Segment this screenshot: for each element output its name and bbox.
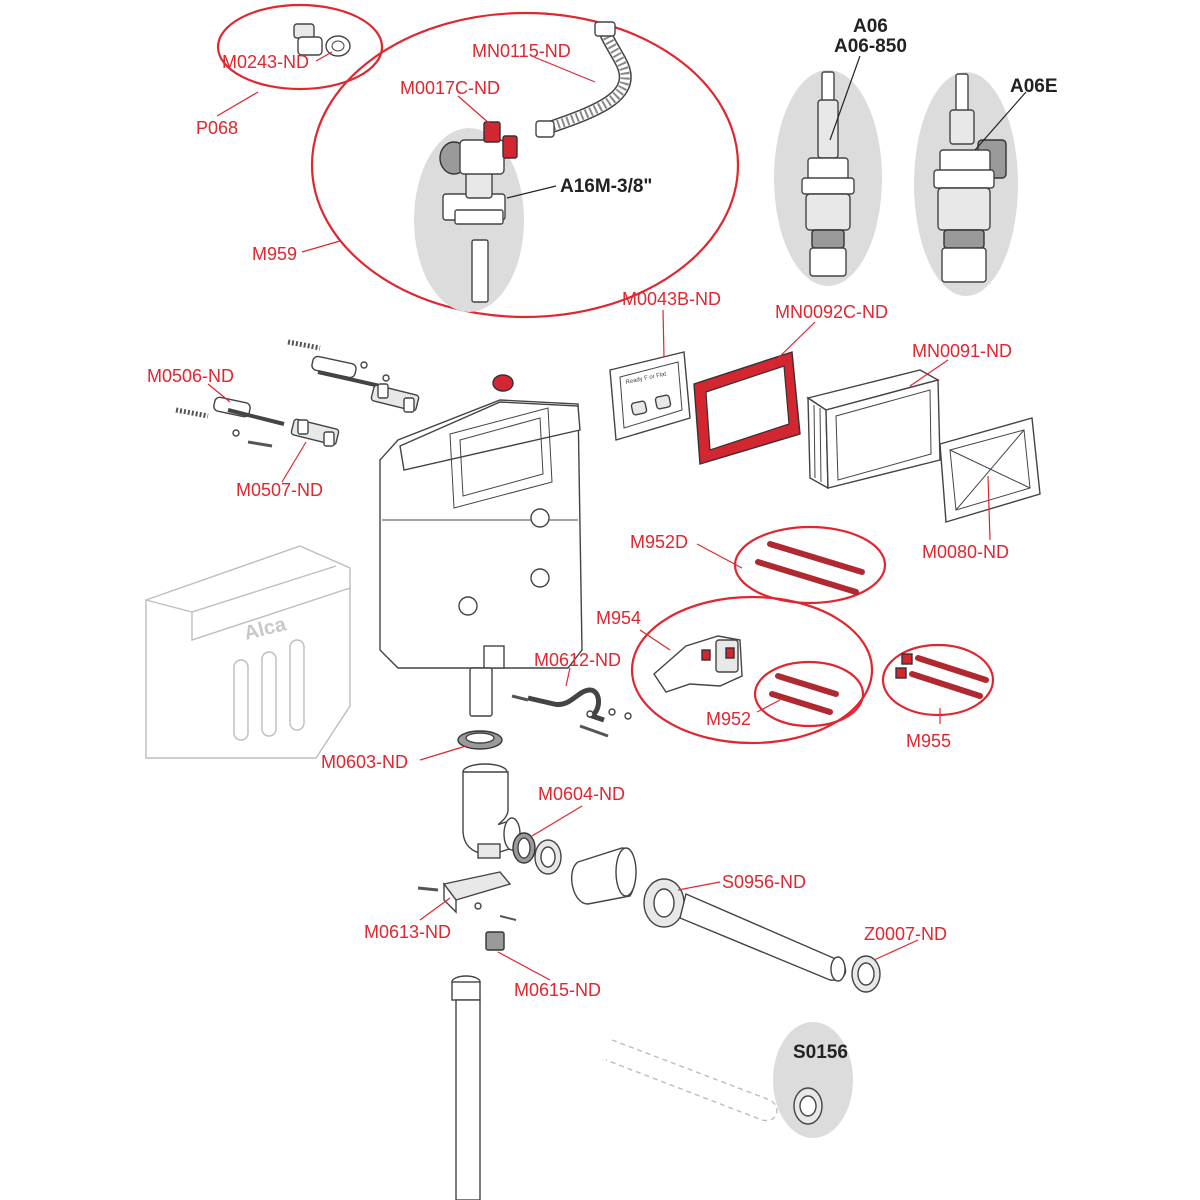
label-mn0091: MN0091-ND	[912, 341, 1012, 361]
m952d-ring	[733, 525, 887, 605]
m0603-seal: M0603-ND	[321, 730, 503, 772]
mn0115-hose	[535, 21, 632, 138]
m0243-part	[293, 23, 351, 57]
optional-pipe	[605, 1039, 778, 1122]
a06-group: A06 A06-850	[774, 16, 907, 286]
label-m952d: M952D	[630, 532, 688, 552]
label-a06: A06	[853, 16, 888, 37]
label-m959: M959	[252, 244, 297, 264]
m0080-plate: M0080-ND	[922, 417, 1041, 562]
elbow-pipe	[462, 763, 521, 859]
m952-ring	[753, 660, 865, 728]
label-m0613: M0613-ND	[364, 922, 451, 942]
m0017c-clip	[483, 121, 501, 143]
label-m952: M952	[706, 709, 751, 729]
label-m0603: M0603-ND	[321, 752, 408, 772]
s0156-group: S0156	[605, 1022, 853, 1138]
m0507-clips: M0507-ND	[236, 383, 420, 500]
alca-cover: Alca	[145, 545, 351, 759]
label-m0243: M0243-ND	[222, 52, 309, 72]
label-m0604: M0604-ND	[538, 784, 625, 804]
cistern-tank	[379, 374, 583, 717]
a16m-fill-valve	[439, 121, 518, 303]
label-m0080: M0080-ND	[922, 542, 1009, 562]
label-mn0092c: MN0092C-ND	[775, 302, 888, 322]
m954-group: M954 M952	[596, 595, 874, 745]
s0156-highlight	[773, 1022, 853, 1138]
m959-group: MN0115-ND M0017C-ND A16M-3/8" M959	[252, 11, 740, 319]
m0604-seals: M0604-ND	[512, 784, 625, 875]
flush-pipe	[679, 893, 847, 982]
z0007-nut: Z0007-ND	[851, 924, 947, 993]
label-p068: P068	[196, 118, 238, 138]
label-m0017c: M0017C-ND	[400, 78, 500, 98]
label-m0043b: M0043B-ND	[622, 289, 721, 309]
label-mn0115: MN0115-ND	[472, 41, 571, 61]
label-a16m: A16M-3/8"	[560, 176, 652, 197]
label-z0007: Z0007-ND	[864, 924, 947, 944]
m0043b-frame: Ready F or Flat M0043B-ND	[609, 289, 721, 441]
mn0091-box: MN0091-ND	[806, 341, 1012, 490]
label-a06e: A06E	[1010, 76, 1058, 97]
p068-group: M0243-ND P068	[196, 3, 384, 138]
label-m0615: M0615-ND	[514, 980, 601, 1000]
m0613-bracket: M0613-ND	[364, 871, 512, 942]
m0612-clamp: M0612-ND	[511, 650, 632, 738]
m955-group: M955	[881, 643, 995, 751]
label-m0612: M0612-ND	[534, 650, 621, 670]
m955-ring	[881, 643, 995, 717]
mn0092c-frame: MN0092C-ND	[693, 302, 888, 465]
m959-ring	[310, 11, 740, 319]
a06e-group: A06E	[914, 72, 1058, 296]
label-m955: M955	[906, 731, 951, 751]
s0956-rosette: S0956-ND	[643, 872, 806, 928]
down-pipe	[451, 975, 481, 1200]
p068-ring	[216, 3, 384, 91]
label-a06-850: A06-850	[834, 36, 907, 57]
label-s0956: S0956-ND	[722, 872, 806, 892]
m0506-brackets: M0506-ND	[147, 339, 390, 448]
m0615-clip: M0615-ND	[485, 915, 601, 1000]
m954-ring	[630, 595, 874, 745]
m952d-group: M952D	[630, 525, 887, 605]
connector-pipe	[571, 847, 637, 905]
tank-cap	[492, 374, 514, 392]
label-m0507: M0507-ND	[236, 480, 323, 500]
label-s0156: S0156	[793, 1042, 848, 1063]
label-m0506: M0506-ND	[147, 366, 234, 386]
label-m954: M954	[596, 608, 641, 628]
